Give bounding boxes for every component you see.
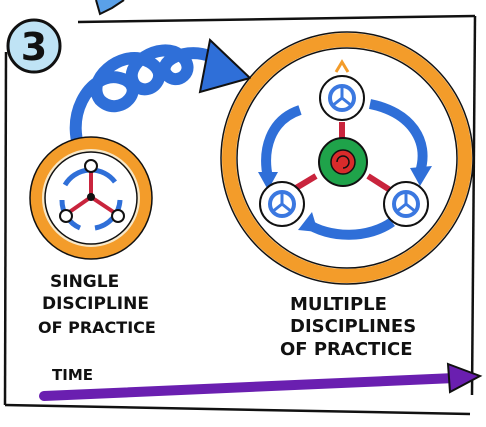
three-node-cycle-icon [59, 159, 125, 231]
single-discipline-diagram [29, 136, 153, 260]
frame-left-line [3, 51, 8, 406]
cycle-node-icon [319, 59, 365, 121]
cycle-node-icon [259, 181, 305, 227]
incoming-arrow-icon [95, 0, 125, 16]
right-label-line-2: DISCIPLINES [290, 316, 416, 337]
time-arrow: TIME [39, 362, 483, 401]
left-label-line-3: OF PRACTICE [38, 318, 156, 337]
step-badge: 3 [6, 18, 62, 74]
time-label: TIME [52, 366, 93, 384]
cycle-arrow-icon [258, 99, 432, 240]
multiple-disciplines-diagram [220, 31, 474, 285]
frame-right-line [470, 15, 477, 396]
left-label-line-1: SINGLE [50, 272, 119, 292]
step-number: 3 [21, 25, 47, 69]
multiple-disciplines-label: MULTIPLE DISCIPLINES OF PRACTICE [280, 294, 416, 360]
cycle-node-icon [383, 181, 429, 227]
right-label-line-1: MULTIPLE [290, 294, 387, 315]
left-label-line-2: DISCIPLINE [42, 294, 149, 314]
single-discipline-label: SINGLE DISCIPLINE OF PRACTICE [38, 272, 156, 337]
right-label-line-3: OF PRACTICE [280, 339, 413, 360]
frame-bottom-line [4, 403, 471, 416]
spiral-core-icon [318, 137, 368, 187]
transition-arrow-icon [69, 38, 252, 166]
frame-top-line [77, 14, 476, 24]
